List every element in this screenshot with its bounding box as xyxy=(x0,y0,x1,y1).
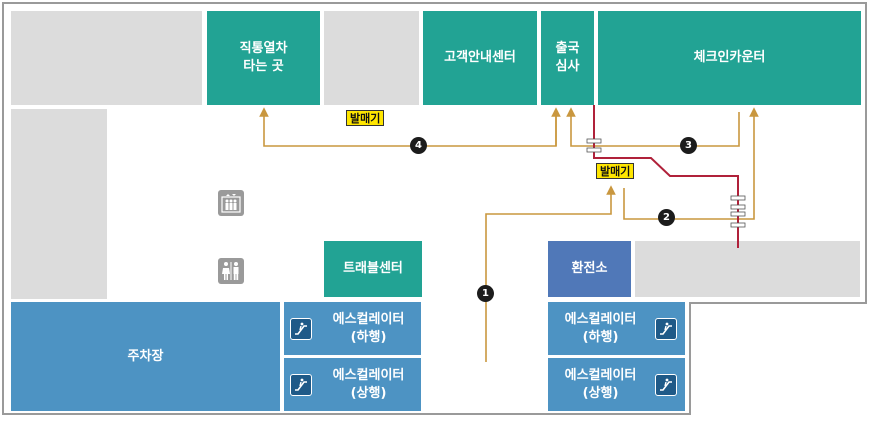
escalator-up-right-label: 에스컬레이터 (상행) xyxy=(564,367,637,401)
immigration-label: 출국 심사 xyxy=(555,41,580,74)
gate-markers xyxy=(586,138,746,228)
escalator-down-right[interactable]: 에스컬레이터 (하행) xyxy=(548,302,685,355)
ticket-machine-label[interactable]: 발매기 xyxy=(346,110,385,126)
express-train-label: 직통열차 타는 곳 xyxy=(239,41,288,74)
exchange-label: 환전소 xyxy=(571,261,608,276)
escalator-up-right[interactable]: 에스컬레이터 (상행) xyxy=(548,358,685,411)
escalator-down-right-label: 에스컬레이터 (하행) xyxy=(564,311,637,345)
route-number-2: 2 xyxy=(658,209,675,226)
elevator-icon xyxy=(218,190,244,216)
escalator-up-left[interactable]: 에스컬레이터 (상행) xyxy=(284,358,421,411)
escalator-down-left[interactable]: 에스컬레이터 (하행) xyxy=(284,302,421,355)
escalator-icon xyxy=(655,318,677,340)
escalator-icon xyxy=(290,374,312,396)
parking-lot[interactable]: 주차장 xyxy=(11,302,280,411)
customer-center-label: 고객안내센터 xyxy=(444,50,516,65)
ticket-machine-label[interactable]: 발매기 xyxy=(596,163,635,179)
checkin-counter-label: 체크인카운터 xyxy=(693,50,766,65)
route-1-line xyxy=(485,185,616,362)
route-number-4: 4 xyxy=(410,137,427,154)
express-train-platform[interactable]: 직통열차 타는 곳 xyxy=(207,11,320,105)
gray-area-right xyxy=(635,241,860,297)
route-number-1: 1 xyxy=(477,285,494,302)
route-number-3: 3 xyxy=(680,137,697,154)
travel-center-label: 트래블센터 xyxy=(343,261,403,276)
travel-center[interactable]: 트래블센터 xyxy=(324,241,422,297)
route-3-line xyxy=(566,107,740,147)
customer-center[interactable]: 고객안내센터 xyxy=(423,11,537,105)
gray-area-left xyxy=(11,109,107,299)
checkin-counter[interactable]: 체크인카운터 xyxy=(598,11,861,105)
gray-area-top-left xyxy=(11,11,202,105)
immigration[interactable]: 출국 심사 xyxy=(541,11,594,105)
gray-area-top-mid xyxy=(324,11,419,105)
currency-exchange[interactable]: 환전소 xyxy=(548,241,631,297)
escalator-down-left-label: 에스컬레이터 (하행) xyxy=(332,311,405,345)
escalator-icon xyxy=(655,374,677,396)
route-2-line xyxy=(623,107,759,220)
restroom-icon xyxy=(218,258,244,284)
escalator-icon xyxy=(290,318,312,340)
escalator-up-left-label: 에스컬레이터 (상행) xyxy=(332,367,405,401)
parking-label: 주차장 xyxy=(127,348,164,364)
